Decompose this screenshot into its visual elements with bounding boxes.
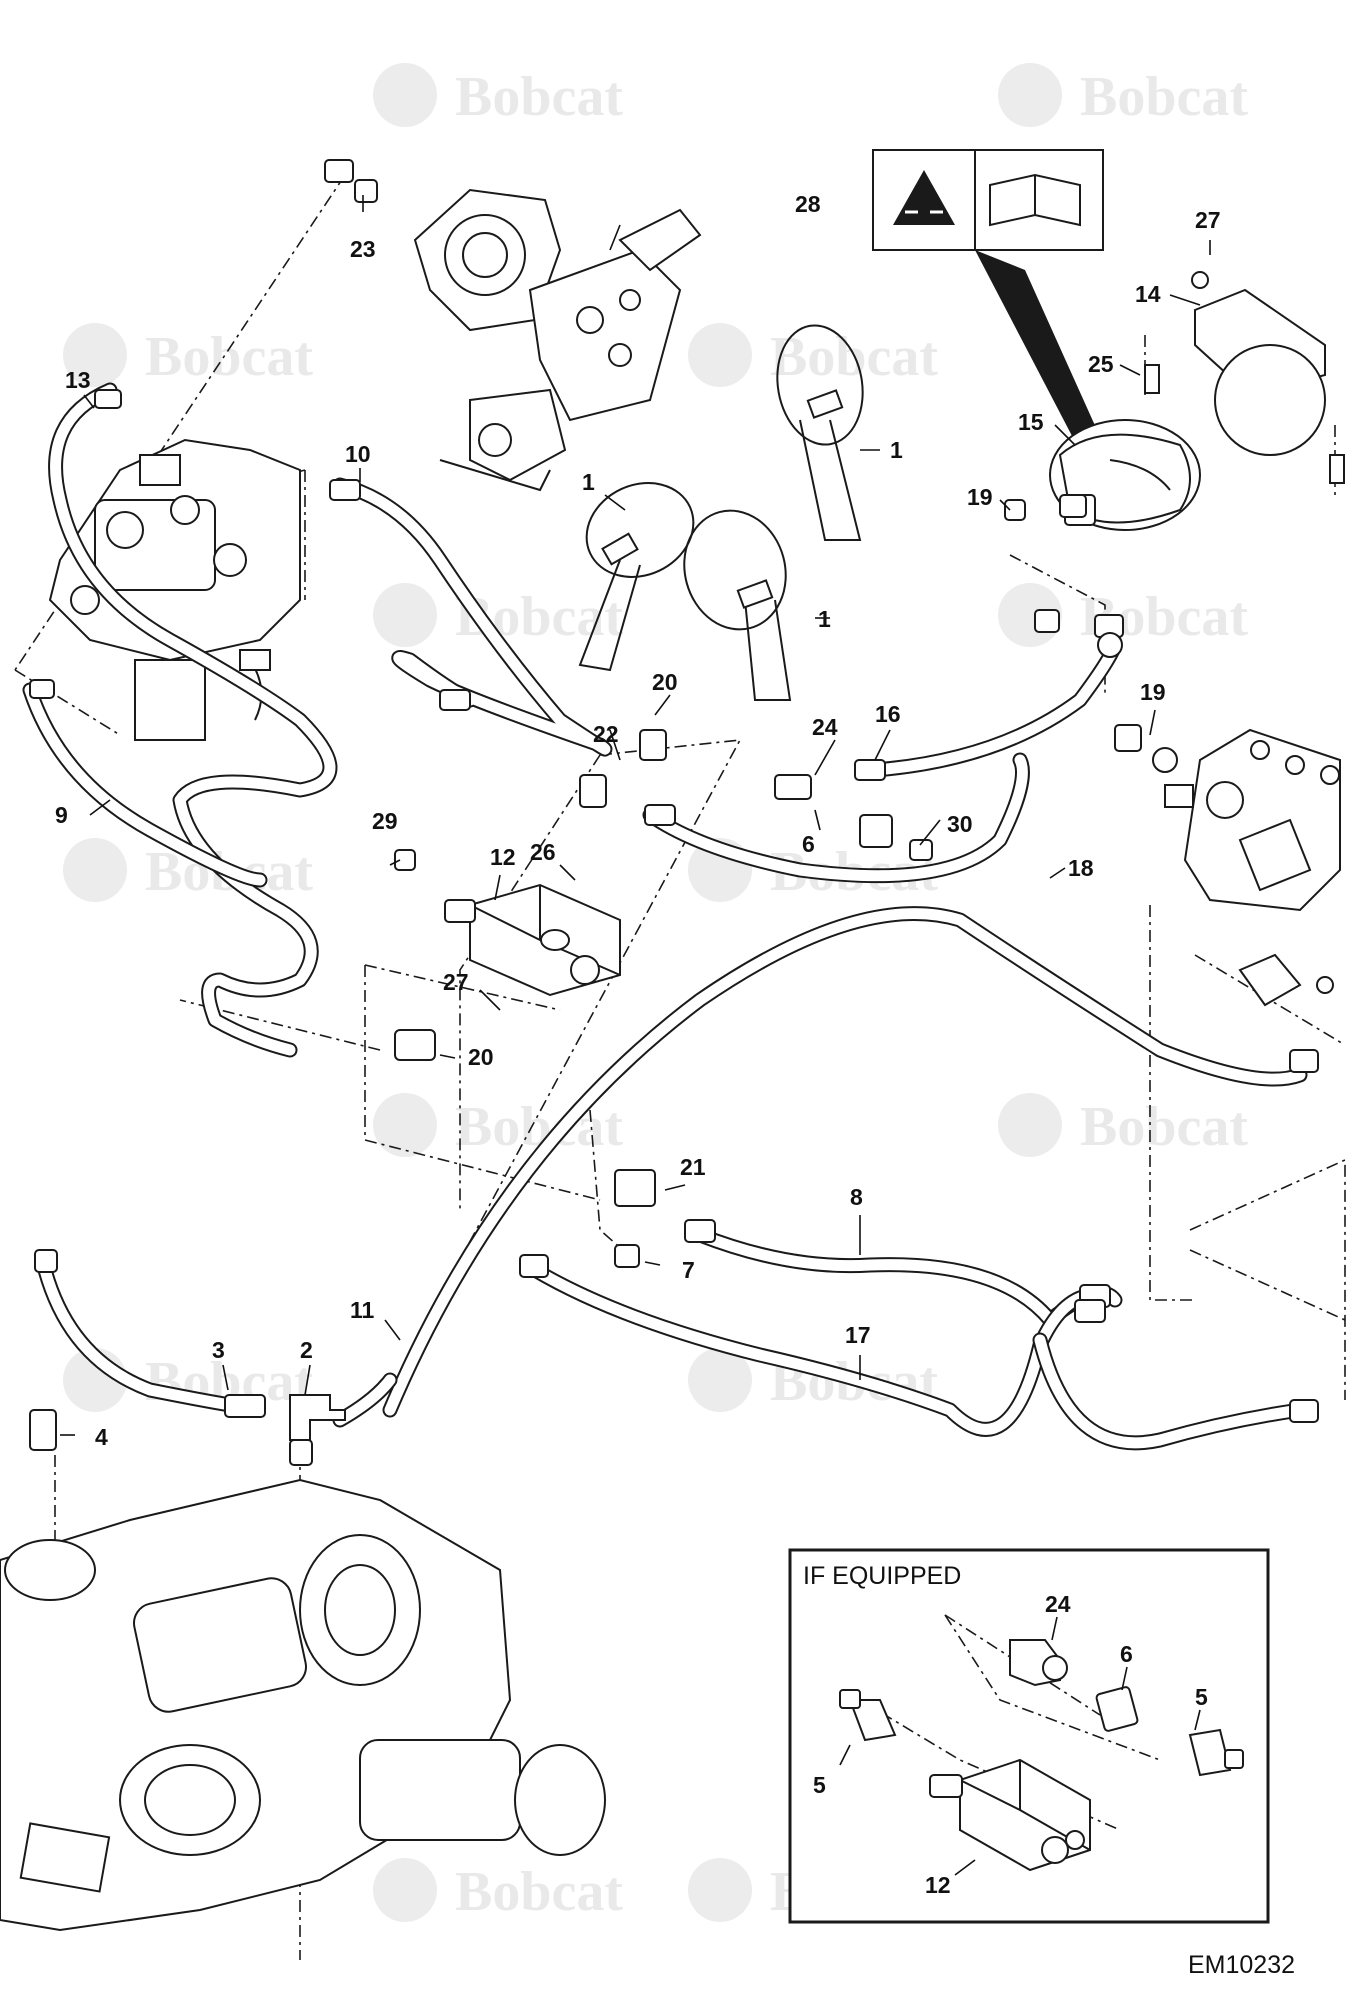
callout-23: 23 <box>350 236 376 262</box>
inset-callout-5-right: 5 <box>1195 1684 1208 1710</box>
callout-1-right: 1 <box>890 437 903 463</box>
callout-13: 13 <box>65 367 91 393</box>
accumulator <box>1049 271 1345 531</box>
callout-20-bottom: 20 <box>468 1044 494 1070</box>
svg-text:Bobcat: Bobcat <box>1080 1096 1248 1158</box>
callout-26: 26 <box>530 839 556 865</box>
watermark-logo-5: Bobcat <box>373 583 623 648</box>
callout-25: 25 <box>1088 351 1114 377</box>
watermark-logo-1: Bobcat <box>373 63 623 128</box>
callout-leaders <box>60 195 1211 1436</box>
callout-2: 2 <box>300 1337 313 1363</box>
watermark-logo-14: Bobcat <box>373 1858 623 1923</box>
callout-3: 3 <box>212 1337 225 1363</box>
svg-text:Bobcat: Bobcat <box>145 326 313 388</box>
callout-numbers: 23 13 10 1 1 1 28 27 14 25 15 19 19 20 2… <box>55 191 1221 1450</box>
pilot-valve-assembly <box>413 188 702 492</box>
callout-29: 29 <box>372 808 398 834</box>
watermark-logo-10: Bobcat <box>998 1093 1248 1158</box>
callout-21: 21 <box>680 1154 706 1180</box>
drive-axle <box>0 1478 606 1932</box>
warning-decal <box>872 149 1115 480</box>
callout-15: 15 <box>1018 409 1044 435</box>
watermark-logo-4: Bobcat <box>688 323 938 388</box>
inset-callout-12: 12 <box>925 1872 951 1898</box>
callout-28: 28 <box>795 191 821 217</box>
valve-block <box>444 883 621 997</box>
callout-14: 14 <box>1135 281 1161 307</box>
callout-6: 6 <box>802 831 815 857</box>
callout-30: 30 <box>947 811 973 837</box>
hose-clamps <box>578 324 864 701</box>
svg-text:Bobcat: Bobcat <box>1080 66 1248 128</box>
watermark-logo-3: Bobcat <box>63 323 313 388</box>
watermark-logo-2: Bobcat <box>998 63 1248 128</box>
callout-17: 17 <box>845 1322 871 1348</box>
svg-text:Bobcat: Bobcat <box>455 66 623 128</box>
callout-19-right: 19 <box>1140 679 1166 705</box>
callout-16: 16 <box>875 701 901 727</box>
callout-20-top: 20 <box>652 669 678 695</box>
hose-lines <box>22 382 1308 1451</box>
callout-27-top: 27 <box>1195 207 1221 233</box>
callout-7: 7 <box>682 1257 695 1283</box>
inset-callout-6: 6 <box>1120 1641 1133 1667</box>
callout-24: 24 <box>812 714 838 740</box>
callout-1-center: 1 <box>818 606 831 632</box>
inset-callout-24: 24 <box>1045 1591 1071 1617</box>
drive-motor-valve <box>1152 728 1341 1007</box>
if-equipped-inset: IF EQUIPPED 24 6 5 5 12 <box>788 1548 1270 1924</box>
callout-27-center: 27 <box>443 969 469 995</box>
callout-22: 22 <box>593 721 619 747</box>
svg-text:Bobcat: Bobcat <box>455 1861 623 1923</box>
callout-19-top: 19 <box>967 484 993 510</box>
callout-18: 18 <box>1068 855 1094 881</box>
callout-9: 9 <box>55 802 68 828</box>
callout-12: 12 <box>490 844 516 870</box>
callout-8: 8 <box>850 1184 863 1210</box>
watermark-logo-12: Bobcat <box>688 1348 938 1413</box>
drawing-code: EM10232 <box>1188 1951 1295 1979</box>
inset-title: IF EQUIPPED <box>803 1562 961 1590</box>
callout-10: 10 <box>345 441 371 467</box>
callout-4: 4 <box>95 1424 108 1450</box>
callout-11: 11 <box>350 1297 375 1323</box>
fittings <box>29 159 1319 1466</box>
inset-callout-5-left: 5 <box>813 1772 826 1798</box>
callout-1-left: 1 <box>582 469 595 495</box>
